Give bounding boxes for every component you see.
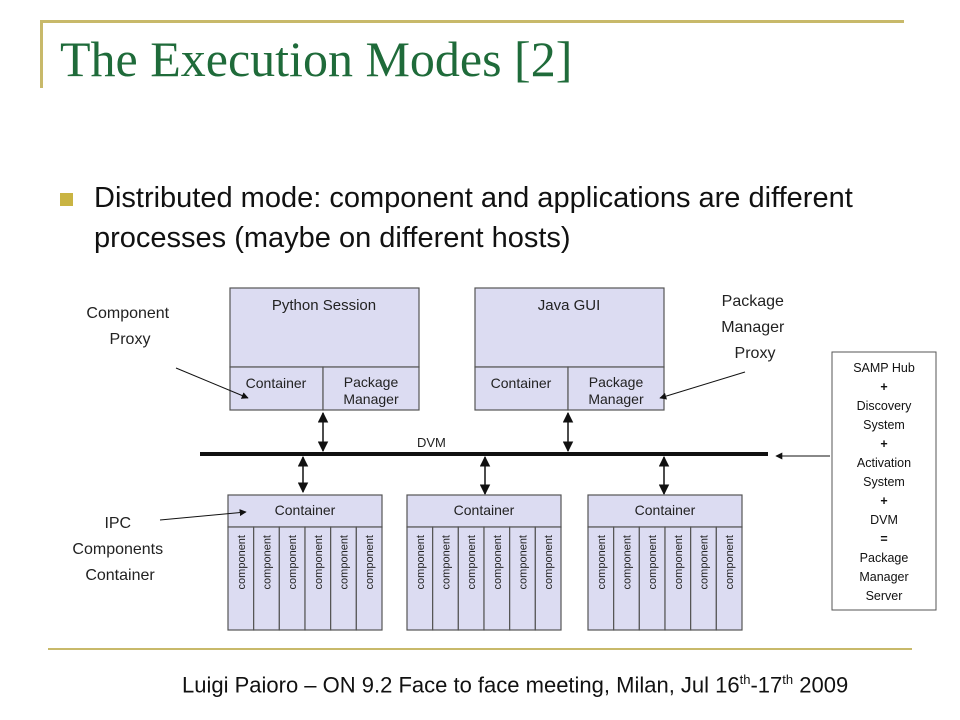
java-package-label: Package [589, 374, 644, 390]
component-containers: Container component component component comp… [227, 494, 743, 631]
callout-package-manager-proxy: Package Manager Proxy [721, 293, 789, 362]
java-gui-box: Java GUI Container Package Manager [474, 287, 665, 411]
component-label: component [518, 535, 530, 589]
component-label: component [287, 535, 299, 589]
component-cell [457, 526, 485, 631]
component-proxy-arrow [175, 367, 249, 399]
ipc-arrow [159, 509, 247, 521]
component-label: component [364, 535, 376, 589]
callout-component-proxy: Component Proxy [86, 305, 173, 348]
java-container-label: Container [491, 375, 552, 391]
container-header [406, 494, 562, 528]
component-cell [330, 526, 357, 631]
component-cell [406, 526, 434, 631]
python-manager-label: Manager [343, 391, 399, 407]
component-cell [613, 526, 640, 631]
java-manager-label: Manager [588, 391, 644, 407]
component-cell [534, 526, 562, 631]
component-label: component [699, 535, 711, 589]
package-manager-proxy-arrow [659, 371, 746, 400]
samp-hub-box [831, 351, 937, 611]
container-label: Container [454, 502, 515, 518]
component-cell [638, 526, 666, 631]
component-cell [509, 526, 536, 631]
component-cell [355, 526, 383, 631]
component-cell [227, 526, 255, 631]
component-cell [432, 526, 459, 631]
container-block-3: Container component component component comp… [587, 494, 743, 631]
python-package-label: Package [344, 374, 399, 390]
component-label: component [262, 535, 274, 589]
container-block-1: Container component component component comp… [227, 494, 383, 631]
python-session-box: Python Session Container Package Manager [229, 287, 420, 411]
python-container-label: Container [246, 375, 307, 391]
container-label: Container [275, 502, 336, 518]
component-label: component [622, 535, 634, 589]
frame-left-border [40, 20, 43, 88]
component-label: component [492, 535, 504, 589]
python-session-label: Python Session [272, 297, 376, 314]
component-label: component [236, 535, 248, 589]
component-cell [664, 526, 692, 631]
slide-title: The Execution Modes [2] [60, 31, 573, 87]
footer-divider [48, 648, 912, 650]
component-label: component [339, 535, 351, 589]
component-label: component [673, 535, 685, 589]
component-label: component [466, 535, 478, 589]
footer-text: Luigi Paioro – ON 9.2 Face to face meeti… [182, 672, 849, 698]
java-gui-label: Java GUI [538, 297, 601, 314]
container-block-2: Container component component component comp… [406, 494, 562, 631]
callout-ipc-container: IPC Components Container [72, 515, 167, 584]
bullet-marker [60, 193, 73, 206]
component-cell [278, 526, 306, 631]
container-header [227, 494, 383, 528]
component-cell [253, 526, 280, 631]
frame-top-border [40, 20, 904, 23]
component-label: component [724, 535, 736, 589]
component-label: component [415, 535, 427, 589]
component-label: component [313, 535, 325, 589]
component-cell [483, 526, 511, 631]
container-label: Container [635, 502, 696, 518]
dvm-label: DVM [417, 435, 446, 450]
bullet-text: Distributed mode: component and applicat… [94, 182, 853, 254]
component-cell [715, 526, 743, 631]
component-label: component [543, 535, 555, 589]
component-label: component [647, 535, 659, 589]
component-label: component [596, 535, 608, 589]
component-label: component [441, 535, 453, 589]
